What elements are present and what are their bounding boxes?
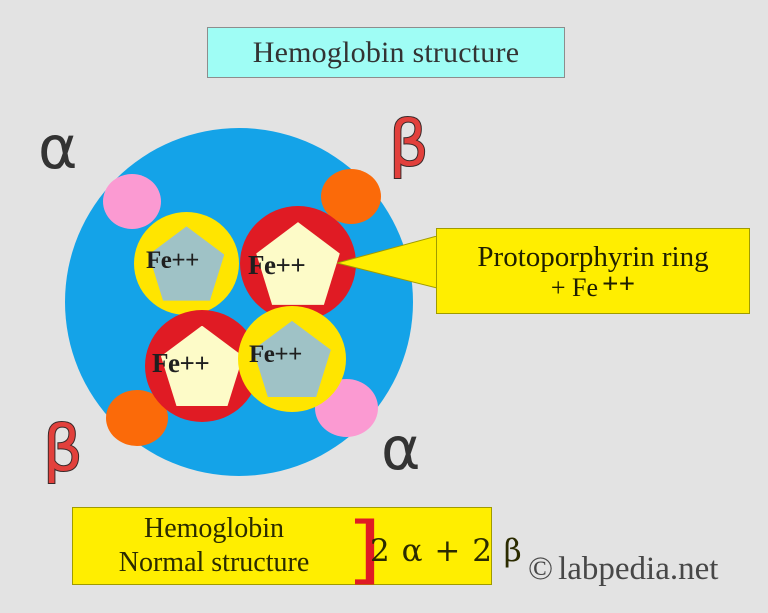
callout-pointer-icon xyxy=(337,236,437,289)
heme-group-top-right xyxy=(240,206,356,321)
beta-subunit-top-right xyxy=(321,169,381,224)
beta-label-bottom-left: β xyxy=(42,412,84,485)
iron-label-top-right: Fe++ xyxy=(248,250,306,280)
heme-group-bottom-right xyxy=(238,306,346,412)
summary-line-2: Normal structure xyxy=(118,547,310,579)
callout-line-2: + Fe ++ xyxy=(550,268,636,302)
page-title: Hemoglobin structure xyxy=(252,35,520,69)
copyright-icon: © xyxy=(528,551,554,587)
iron-label-bottom-left: Fe++ xyxy=(152,348,210,378)
summary-box: Hemoglobin Normal structure ] 2 α + 2 β xyxy=(72,507,522,593)
subunit-formula: 2 α + 2 β xyxy=(370,533,523,569)
iron-label-bottom-right: Fe++ xyxy=(249,341,302,368)
beta-label-top-right: β xyxy=(388,107,430,180)
summary-text: Hemoglobin Normal structure xyxy=(73,512,355,580)
callout-line-1: Protoporphyrin ring xyxy=(477,240,709,273)
callout-charge-text: ++ xyxy=(602,268,636,300)
bracket-icon: ] xyxy=(346,507,383,593)
alpha-label-bottom-right: α xyxy=(381,414,421,484)
heme-group-top-left xyxy=(134,212,239,315)
watermark-text: labpedia.net xyxy=(558,551,719,587)
alpha-label-top-left: α xyxy=(38,113,78,183)
callout-iron-text: + Fe xyxy=(550,273,599,302)
protoporphyrin-callout: Protoporphyrin ring + Fe ++ xyxy=(436,228,750,314)
iron-label-top-left: Fe++ xyxy=(146,247,199,274)
alpha-subunit-top-left xyxy=(103,174,161,229)
watermark: © labpedia.net xyxy=(528,551,718,588)
title-box: Hemoglobin structure xyxy=(207,27,565,78)
summary-line-1: Hemoglobin xyxy=(144,513,284,544)
